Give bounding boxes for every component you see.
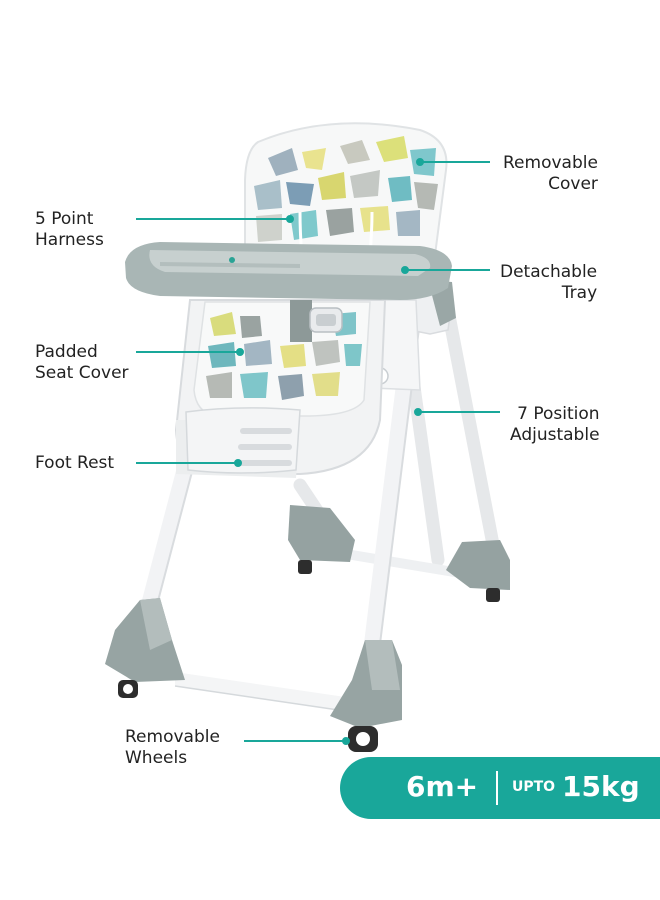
label-foot-rest: Foot Rest: [35, 453, 114, 474]
badge-weight: 15kg: [562, 770, 640, 803]
callout-lines: [136, 158, 500, 745]
label-harness-line2: Harness: [35, 230, 104, 250]
label-removable-cover: Removable Cover: [503, 153, 598, 195]
label-tray-line1: Detachable: [500, 262, 598, 282]
seat-cushion-pattern: [206, 312, 362, 400]
badge-divider: [496, 771, 498, 805]
rear-foot-right: [446, 540, 510, 602]
harness-buckle: [309, 307, 343, 333]
chair-front-crossbar: [174, 672, 353, 713]
chair-back-crossbar: [340, 548, 472, 580]
badge-age: 6m+: [406, 770, 479, 803]
front-foot-left: [105, 598, 185, 698]
label-harness-line1: 5 Point: [35, 209, 94, 229]
label-seven-position: 7 Position Adjustable: [510, 404, 600, 446]
rear-foot-left: [288, 505, 355, 574]
label-foot-rest-line1: Foot Rest: [35, 453, 115, 473]
badge-upto: UPTO: [512, 779, 556, 795]
foot-rest: [176, 407, 301, 478]
label-wheels-line2: Wheels: [125, 748, 188, 768]
label-wheels-line1: Removable: [125, 727, 220, 747]
detachable-tray: [125, 242, 452, 300]
seat-cushion: [193, 300, 371, 417]
label-removable-wheels: Removable Wheels: [125, 727, 220, 769]
label-removable-cover-line2: Cover: [548, 174, 598, 194]
front-foot-right: [330, 640, 402, 752]
age-weight-badge: 6m+ UPTO 15kg: [340, 757, 660, 819]
label-removable-cover-line1: Removable: [503, 153, 598, 173]
label-position-line1: 7 Position: [517, 404, 600, 424]
label-detachable-tray: Detachable Tray: [500, 262, 597, 304]
label-seat-cover-line1: Padded: [35, 342, 98, 362]
label-tray-line2: Tray: [561, 283, 598, 303]
crotch-strap: [290, 300, 312, 342]
label-position-line2: Adjustable: [510, 425, 600, 445]
label-five-point-harness: 5 Point Harness: [35, 209, 104, 251]
label-padded-seat-cover: Padded Seat Cover: [35, 342, 129, 384]
label-seat-cover-line2: Seat Cover: [35, 363, 129, 383]
